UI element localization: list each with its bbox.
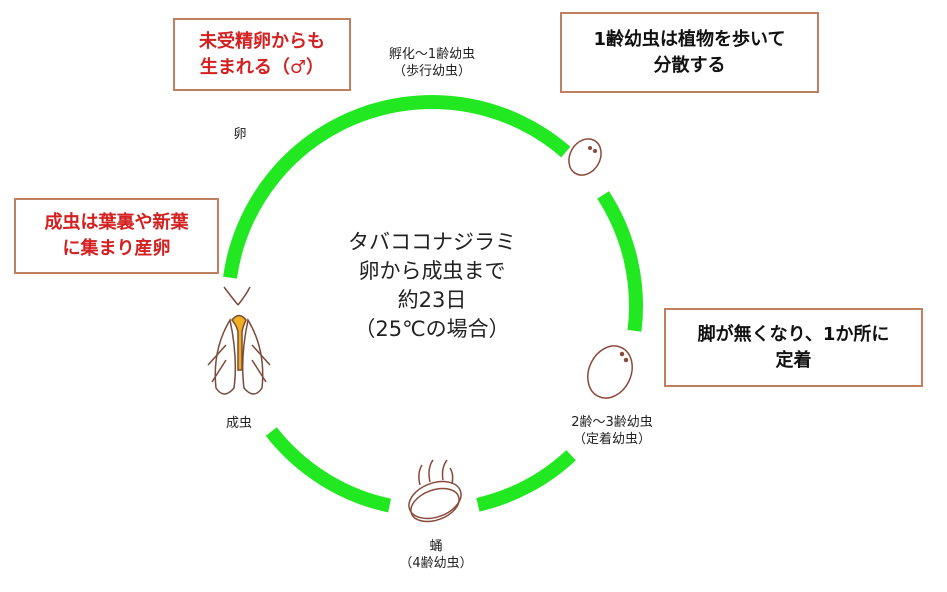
note-line: 分散する <box>653 54 726 76</box>
note-adult-egg-laying: 成虫は葉裏や新葉に集まり産卵 <box>14 198 219 274</box>
pupa-illustration <box>408 459 462 523</box>
stage-egg-label: 卵 <box>233 127 247 142</box>
arc-settled-to-pupa <box>476 450 576 512</box>
label-line: 蛹 <box>429 539 443 554</box>
label-line: 2齢～3齢幼虫 <box>571 415 653 430</box>
stage-hatch-label: 孵化～1齢幼虫 （歩行幼虫） <box>389 46 475 80</box>
label-line: （4齢幼虫） <box>399 556 473 571</box>
label-line: （歩行幼虫） <box>392 64 471 79</box>
note-line: 成虫は葉裏や新葉 <box>44 212 189 233</box>
note-line: に集まり産卵 <box>62 238 171 259</box>
stage-adult-label: 成虫 <box>225 416 253 431</box>
note-settling: 脚が無くなり、1か所に定着 <box>664 308 923 387</box>
summary-line: 卵から成虫まで <box>358 259 506 283</box>
note-line: 定着 <box>775 349 812 371</box>
arc-hatch-to-settled <box>597 191 643 332</box>
label-line: （定着幼虫） <box>572 432 652 447</box>
note-line: 脚が無くなり、1か所に <box>697 323 890 345</box>
stage-pupa-label: 蛹 （4齢幼虫） <box>399 538 472 572</box>
arc-egg-to-hatch <box>223 95 571 279</box>
first-instar-illustration <box>568 138 602 176</box>
note-line: 1齢幼虫は植物を歩いて <box>593 28 786 50</box>
summary-condition: （25℃の場合） <box>354 317 510 341</box>
settled-nymph-illustration <box>587 345 633 399</box>
note-line: 生まれる（♂） <box>199 56 325 78</box>
label-line: 孵化～1齢幼虫 <box>388 47 476 62</box>
adult-whitefly-illustration <box>207 286 271 395</box>
summary-days: 約23日 <box>397 288 467 312</box>
cycle-summary: タバココナジラミ 卵から成虫まで 約23日 （25℃の場合） <box>348 228 516 344</box>
note-line: 未受精卵からも <box>199 30 325 52</box>
arc-pupa-to-adult <box>265 427 392 513</box>
stage-settled-label: 2齢～3齢幼虫 （定着幼虫） <box>571 414 653 448</box>
note-first-instar: 1齢幼虫は植物を歩いて分散する <box>560 12 819 93</box>
note-unfertilized-eggs: 未受精卵からも生まれる（♂） <box>173 18 351 91</box>
species-name: タバココナジラミ <box>348 230 516 254</box>
